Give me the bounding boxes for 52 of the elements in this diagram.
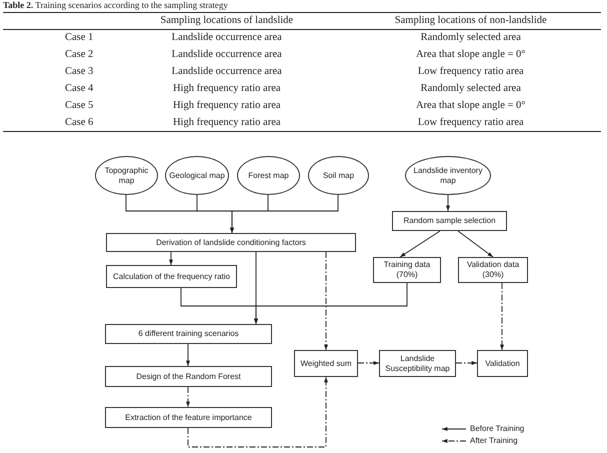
input-ellipse: Soil map — [308, 156, 369, 195]
arrow — [358, 360, 380, 366]
table-value: Low frequency ratio area — [418, 66, 524, 77]
arrow — [186, 344, 190, 366]
arrow — [456, 360, 478, 366]
process-box: Calculation of the frequency ratio — [106, 265, 237, 288]
process-box: Training data (70%) — [373, 257, 441, 283]
table-value: Landslide occurrence area — [172, 66, 282, 77]
process-box: Validation — [477, 350, 528, 377]
row-label: Case 2 — [65, 48, 94, 60]
table-value: Landslide occurrence area — [172, 32, 282, 44]
table-value: Landslide occurrence area — [172, 48, 282, 60]
column-header: Sampling locations of landslide — [160, 15, 294, 26]
row-label: Case 3 — [65, 66, 94, 77]
input-ellipse: Forest map — [237, 156, 300, 195]
table-value: Area that slope angle = 0° — [416, 48, 526, 60]
arrow — [230, 194, 338, 234]
row-label: Case 1 — [65, 32, 94, 44]
process-box: Weighted sum — [294, 350, 358, 377]
table-value: High frequency ratio area — [172, 82, 281, 94]
arrow — [500, 282, 504, 350]
arrow — [254, 282, 408, 324]
process-box: Derivation of landslide conditioning factors — [106, 233, 356, 252]
legend-label: Before Training — [470, 424, 524, 434]
arrow — [188, 376, 328, 448]
table-value: High frequency ratio area — [172, 116, 281, 128]
process-box: Validation data (30%) — [458, 257, 528, 283]
arrow — [458, 230, 494, 258]
table-value: Low frequency ratio area — [418, 116, 524, 128]
arrow — [324, 252, 328, 350]
table-value: Area that slope angle = 0° — [416, 100, 526, 111]
process-box: Random sample selection — [392, 211, 507, 231]
table-value: Randomly selected area — [420, 32, 521, 44]
input-ellipse: Landslide inventory map — [405, 156, 491, 195]
table-value: Randomly selected area — [420, 82, 521, 94]
arrow — [446, 194, 450, 212]
process-box: 6 different training scenarios — [105, 324, 272, 344]
arrow — [168, 252, 174, 266]
table-value: High frequency ratio area — [172, 100, 281, 111]
input-ellipse: Geological map — [165, 156, 229, 195]
input-ellipse: Topographic map — [95, 156, 158, 195]
column-header: Sampling locations of non-landslide — [394, 15, 547, 26]
process-box: Landslide Susceptibility map — [379, 350, 456, 377]
row-label: Case 5 — [65, 100, 94, 111]
arrow — [186, 386, 190, 408]
row-label: Case 4 — [65, 82, 94, 94]
row-label: Case 6 — [65, 116, 94, 128]
process-box: Extraction of the feature importance — [105, 407, 272, 428]
table-caption: Table 2. Training scenarios according to the sampling strategy — [3, 0, 228, 11]
legend-label: After Training — [470, 436, 518, 446]
process-box: Design of the Random Forest — [105, 366, 272, 387]
arrow — [400, 230, 440, 258]
